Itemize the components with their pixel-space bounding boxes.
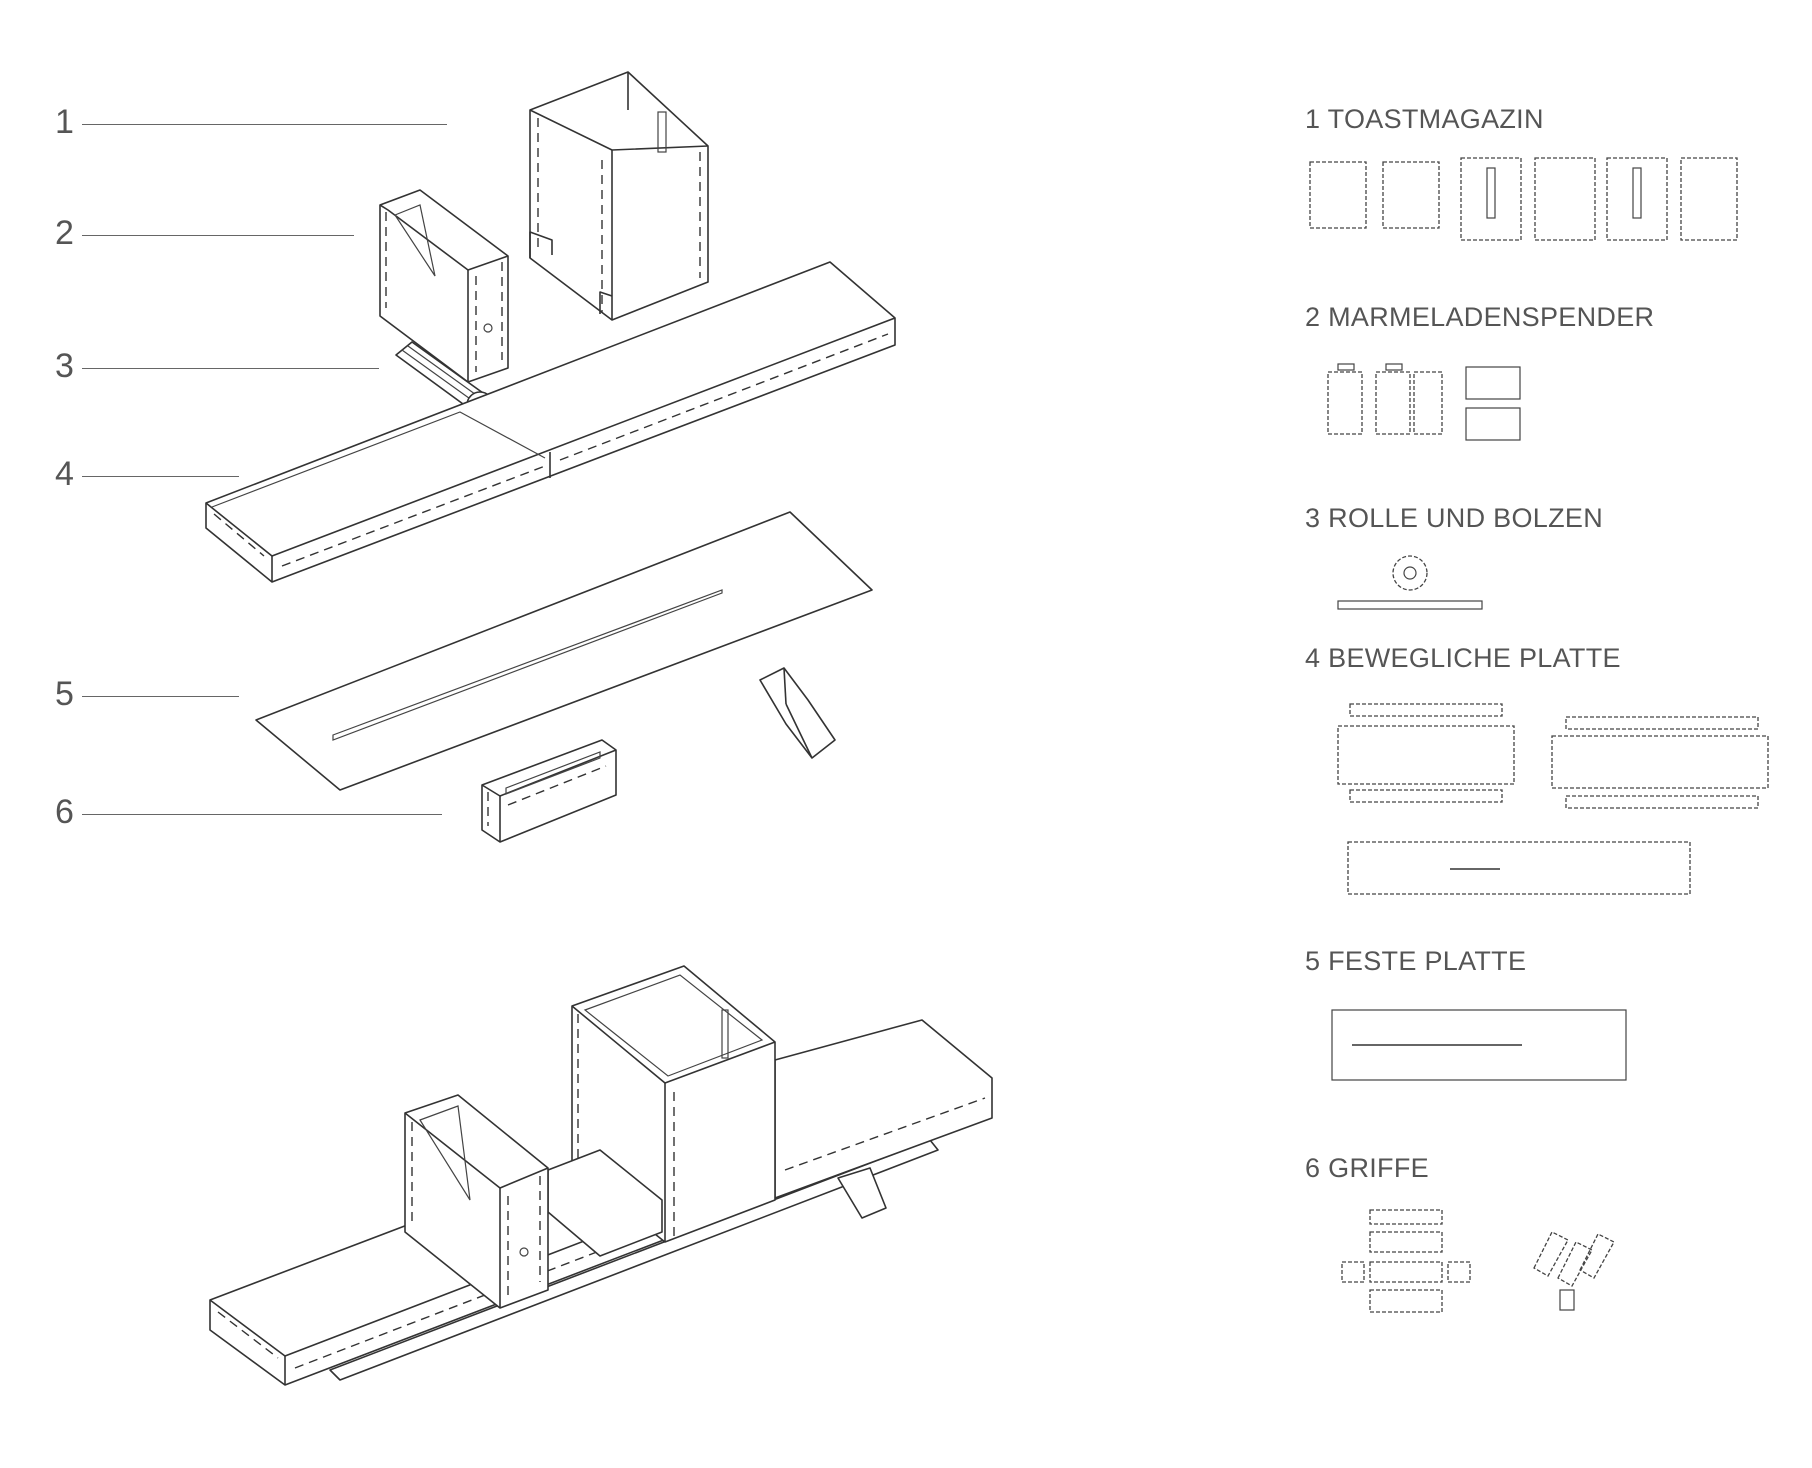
section-label: FESTE PLATTE xyxy=(1328,946,1527,976)
callout-number-5: 5 xyxy=(55,675,74,713)
section-label: TOASTMAGAZIN xyxy=(1327,104,1544,134)
toast-magazine-exploded xyxy=(529,71,709,321)
section-label: GRIFFE xyxy=(1328,1153,1429,1183)
callout-number-2: 2 xyxy=(55,214,74,252)
section-label: BEWEGLICHE PLATTE xyxy=(1328,643,1621,673)
movable-plate-exploded xyxy=(205,261,896,583)
callout-number-6: 6 xyxy=(55,793,74,831)
parts-griffe xyxy=(1341,1209,1615,1313)
callout-leader-5 xyxy=(82,696,239,697)
parts-feste-platte xyxy=(1331,1009,1627,1081)
section-number: 5 xyxy=(1305,946,1321,976)
section-title-4: 4 BEWEGLICHE PLATTE xyxy=(1305,643,1621,674)
section-number: 2 xyxy=(1305,302,1321,332)
handle-side-exploded xyxy=(759,667,836,759)
parts-toastmagazin xyxy=(1309,157,1738,241)
callout-number-1: 1 xyxy=(55,103,74,141)
section-title-5: 5 FESTE PLATTE xyxy=(1305,946,1526,977)
jam-dispenser-exploded xyxy=(379,189,509,383)
section-number: 4 xyxy=(1305,643,1321,673)
section-number: 6 xyxy=(1305,1153,1321,1183)
fixed-plate-exploded xyxy=(255,511,873,791)
assembled-view xyxy=(209,965,993,1386)
callout-leader-1 xyxy=(82,124,447,125)
section-title-1: 1 TOASTMAGAZIN xyxy=(1305,104,1544,135)
section-label: ROLLE UND BOLZEN xyxy=(1328,503,1604,533)
parts-bewegliche-platte xyxy=(1337,703,1769,895)
callout-leader-6 xyxy=(82,814,442,815)
section-title-2: 2 MARMELADENSPENDER xyxy=(1305,302,1654,333)
parts-marmeladenspender xyxy=(1327,363,1521,441)
section-title-3: 3 ROLLE UND BOLZEN xyxy=(1305,503,1603,534)
callout-leader-2 xyxy=(82,235,354,236)
callout-leader-4 xyxy=(82,476,239,477)
callout-number-4: 4 xyxy=(55,455,74,493)
section-number: 3 xyxy=(1305,503,1321,533)
callout-leader-3 xyxy=(82,368,379,369)
section-number: 1 xyxy=(1305,104,1321,134)
section-title-6: 6 GRIFFE xyxy=(1305,1153,1429,1184)
section-label: MARMELADENSPENDER xyxy=(1328,302,1655,332)
handle-front-exploded xyxy=(481,739,617,843)
callout-number-3: 3 xyxy=(55,347,74,385)
parts-rolle-und-bolzen xyxy=(1337,555,1483,610)
